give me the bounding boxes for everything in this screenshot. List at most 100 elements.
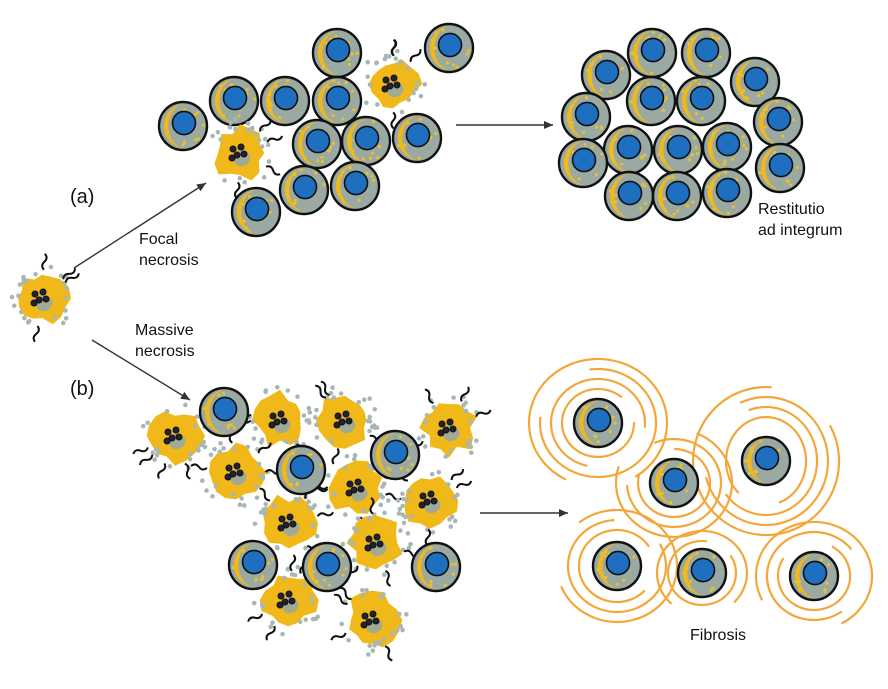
- squiggle: [409, 48, 422, 63]
- debris-dot: [218, 440, 223, 446]
- nuclear-fragment: [236, 469, 244, 477]
- granule: [660, 155, 664, 160]
- granule: [331, 141, 336, 145]
- granule: [766, 67, 770, 71]
- granule: [691, 200, 695, 204]
- granule: [181, 143, 185, 147]
- necrotic-cell: [210, 117, 284, 199]
- nuclear-fragment: [350, 486, 358, 494]
- granule: [685, 489, 689, 493]
- granule: [441, 28, 445, 32]
- squiggle: [384, 645, 393, 662]
- granule: [685, 566, 689, 570]
- granule: [711, 182, 715, 186]
- granule: [268, 101, 273, 105]
- debris-dot: [306, 405, 312, 411]
- granule: [639, 206, 643, 210]
- granule: [750, 450, 754, 454]
- debris-dot: [268, 624, 274, 630]
- debris-dot: [23, 278, 29, 284]
- granule: [588, 77, 592, 81]
- granule: [646, 82, 650, 86]
- necrotic-cell: [252, 485, 334, 560]
- healthy-cell: [291, 118, 343, 170]
- arrow: [480, 509, 568, 517]
- necrotic-cell: [9, 253, 80, 343]
- nuclear-fragment: [373, 533, 381, 541]
- nucleus: [743, 66, 769, 92]
- debris-dot: [398, 624, 404, 629]
- nucleus: [405, 122, 431, 148]
- healthy-cell: [227, 539, 279, 591]
- granule: [355, 51, 359, 55]
- granule: [697, 82, 701, 86]
- debris-dot: [381, 636, 387, 642]
- nucleus: [571, 147, 597, 173]
- debris-dot: [217, 449, 223, 455]
- debris-dot: [364, 587, 369, 593]
- nuclear-fragment: [423, 498, 431, 506]
- collagen-fiber: [655, 529, 749, 605]
- fiber-swirl: [527, 357, 669, 481]
- nuclear-fragment: [345, 417, 353, 425]
- debris-dot: [404, 612, 409, 617]
- debris-dot: [154, 452, 160, 458]
- healthy-cell: [198, 386, 250, 438]
- nucleus: [343, 170, 369, 196]
- debris-dot: [210, 494, 215, 499]
- granule: [726, 211, 731, 216]
- debris-dot: [396, 611, 402, 617]
- granule: [320, 159, 325, 164]
- debris-dot: [396, 60, 402, 66]
- granule: [596, 568, 600, 572]
- granule: [662, 197, 666, 201]
- debris-dot: [384, 563, 390, 569]
- squiggle: [139, 454, 154, 466]
- granule: [291, 452, 295, 456]
- healthy-cell: [410, 541, 462, 593]
- granule: [749, 446, 753, 450]
- granule: [608, 429, 612, 434]
- healthy-cell: [602, 124, 654, 176]
- granule: [604, 405, 609, 409]
- debris-dot: [346, 637, 351, 643]
- granule: [336, 81, 340, 85]
- granule: [407, 456, 411, 460]
- granule: [690, 37, 694, 41]
- debris-dot: [237, 502, 243, 508]
- nuclear-fragment: [361, 612, 369, 620]
- granule: [351, 149, 355, 153]
- granule: [254, 578, 258, 582]
- nuclear-fragment: [449, 425, 457, 433]
- debris-dot: [263, 388, 269, 393]
- debris-dot: [418, 93, 424, 99]
- debris-dot: [167, 464, 173, 469]
- squiggle: [424, 388, 434, 404]
- fiber-swirl: [691, 385, 841, 537]
- nucleus: [689, 85, 715, 111]
- granule: [709, 588, 713, 593]
- debris-dot: [380, 495, 386, 500]
- debris-dot: [237, 175, 243, 181]
- focal-line-1: Focal: [139, 231, 179, 248]
- nuclear-fragment: [278, 515, 286, 523]
- granule: [672, 212, 676, 216]
- debris-dot: [405, 531, 411, 536]
- granule: [743, 459, 748, 463]
- healthy-cell: [369, 429, 421, 481]
- granule: [797, 579, 801, 583]
- debris-dot: [406, 97, 411, 103]
- debris-dot: [254, 495, 260, 500]
- granule: [823, 588, 827, 592]
- granule: [794, 580, 798, 584]
- nuclear-fragment: [346, 480, 354, 488]
- debris-dot: [445, 482, 451, 487]
- healthy-cell: [311, 27, 363, 79]
- necrotic-cell: [132, 402, 208, 480]
- debris-dot: [369, 424, 375, 430]
- collagen-fiber: [705, 395, 830, 527]
- nuclear-fragment: [338, 418, 346, 426]
- debris-dot: [254, 484, 259, 489]
- arrow: [73, 182, 207, 269]
- nuclear-fragment: [273, 418, 281, 426]
